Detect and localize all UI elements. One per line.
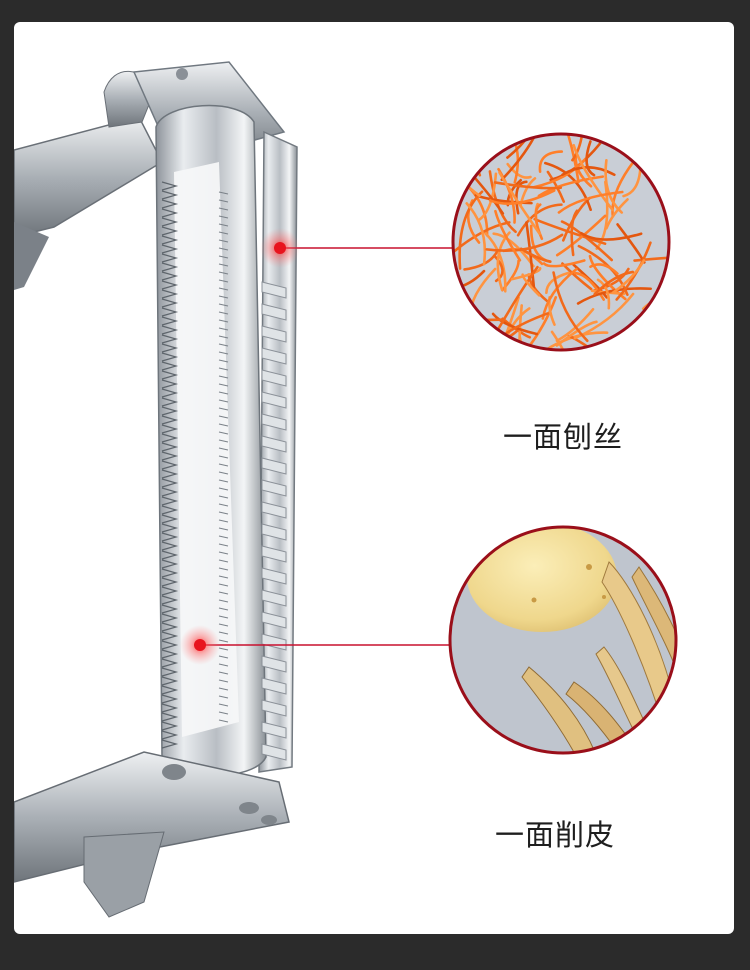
peel-side-label: 一面削皮 [495, 818, 616, 852]
shred-side-label: 一面刨丝 [503, 420, 624, 454]
peeler-handle [14, 70, 163, 290]
potato-peel-image [448, 525, 678, 755]
peeling-edge [218, 191, 229, 723]
blade-slots [261, 281, 287, 761]
red-marker-icon [260, 228, 300, 268]
julienne-teeth [161, 181, 179, 749]
red-marker-icon [180, 625, 220, 665]
product-panel: 一面刨丝 一面削皮 [14, 22, 734, 934]
carrot-shreds-image [451, 132, 671, 352]
peeler-illustration [14, 61, 678, 918]
peeler-blade [155, 104, 287, 777]
peeler-bottom-bracket [14, 751, 290, 918]
rivet [176, 68, 188, 80]
